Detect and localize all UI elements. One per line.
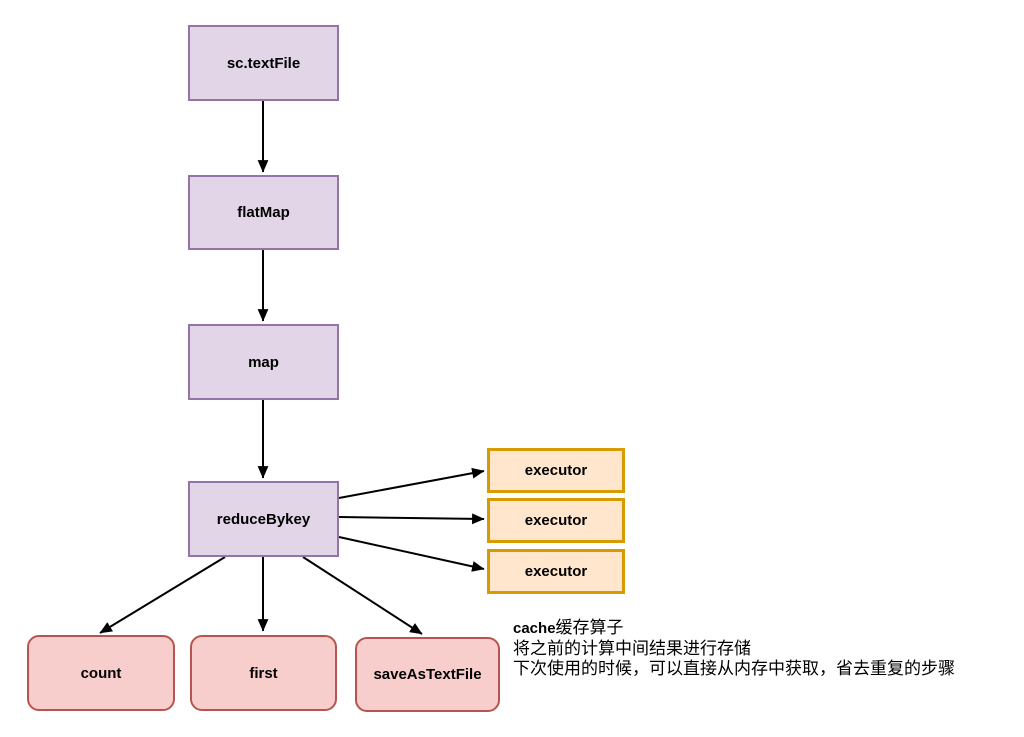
node-label: executor: [524, 462, 588, 479]
node-label: map: [248, 353, 279, 371]
node-saveastextfile[interactable]: saveAsTextFile: [355, 637, 500, 712]
cache-keyword: cache: [513, 620, 556, 637]
arrow-reducebykey-to-saveastextfile: [302, 556, 423, 635]
arrow-reducebykey-to-executor2: [338, 513, 485, 525]
node-label: executor: [524, 563, 588, 580]
node-label: saveAsTextFile: [373, 666, 482, 683]
node-executor-1[interactable]: executor: [487, 448, 625, 493]
node-count[interactable]: count: [27, 635, 175, 711]
annotation-line-1-text: 缓存算子: [555, 618, 624, 638]
annotation-line-1: cache缓存算子: [513, 618, 1018, 639]
annotation-line-2: 将之前的计算中间结果进行存储: [513, 639, 751, 659]
node-flatmap[interactable]: flatMap: [188, 175, 339, 250]
node-label: executor: [524, 512, 588, 529]
node-sc-textfile[interactable]: sc.textFile: [188, 25, 339, 101]
node-reducebykey[interactable]: reduceBykey: [188, 481, 339, 557]
node-map[interactable]: map: [188, 324, 339, 400]
annotation-line-3: 下次使用的时候，可以直接从内存中获取，省去重复的步骤: [513, 659, 955, 679]
node-label: reduceBykey: [216, 510, 311, 528]
node-label: first: [249, 664, 278, 682]
node-label: flatMap: [237, 204, 290, 221]
node-executor-3[interactable]: executor: [487, 549, 625, 594]
node-label: count: [80, 664, 122, 682]
arrow-reducebykey-to-count: [99, 556, 226, 634]
node-first[interactable]: first: [190, 635, 337, 711]
arrow-reducebykey-to-executor3: [338, 536, 485, 572]
node-executor-2[interactable]: executor: [487, 498, 625, 543]
cache-annotation: cache缓存算子 将之前的计算中间结果进行存储 下次使用的时候，可以直接从内存…: [513, 618, 1018, 679]
node-label: sc.textFile: [226, 54, 301, 72]
arrow-reducebykey-to-executor1: [338, 467, 485, 499]
